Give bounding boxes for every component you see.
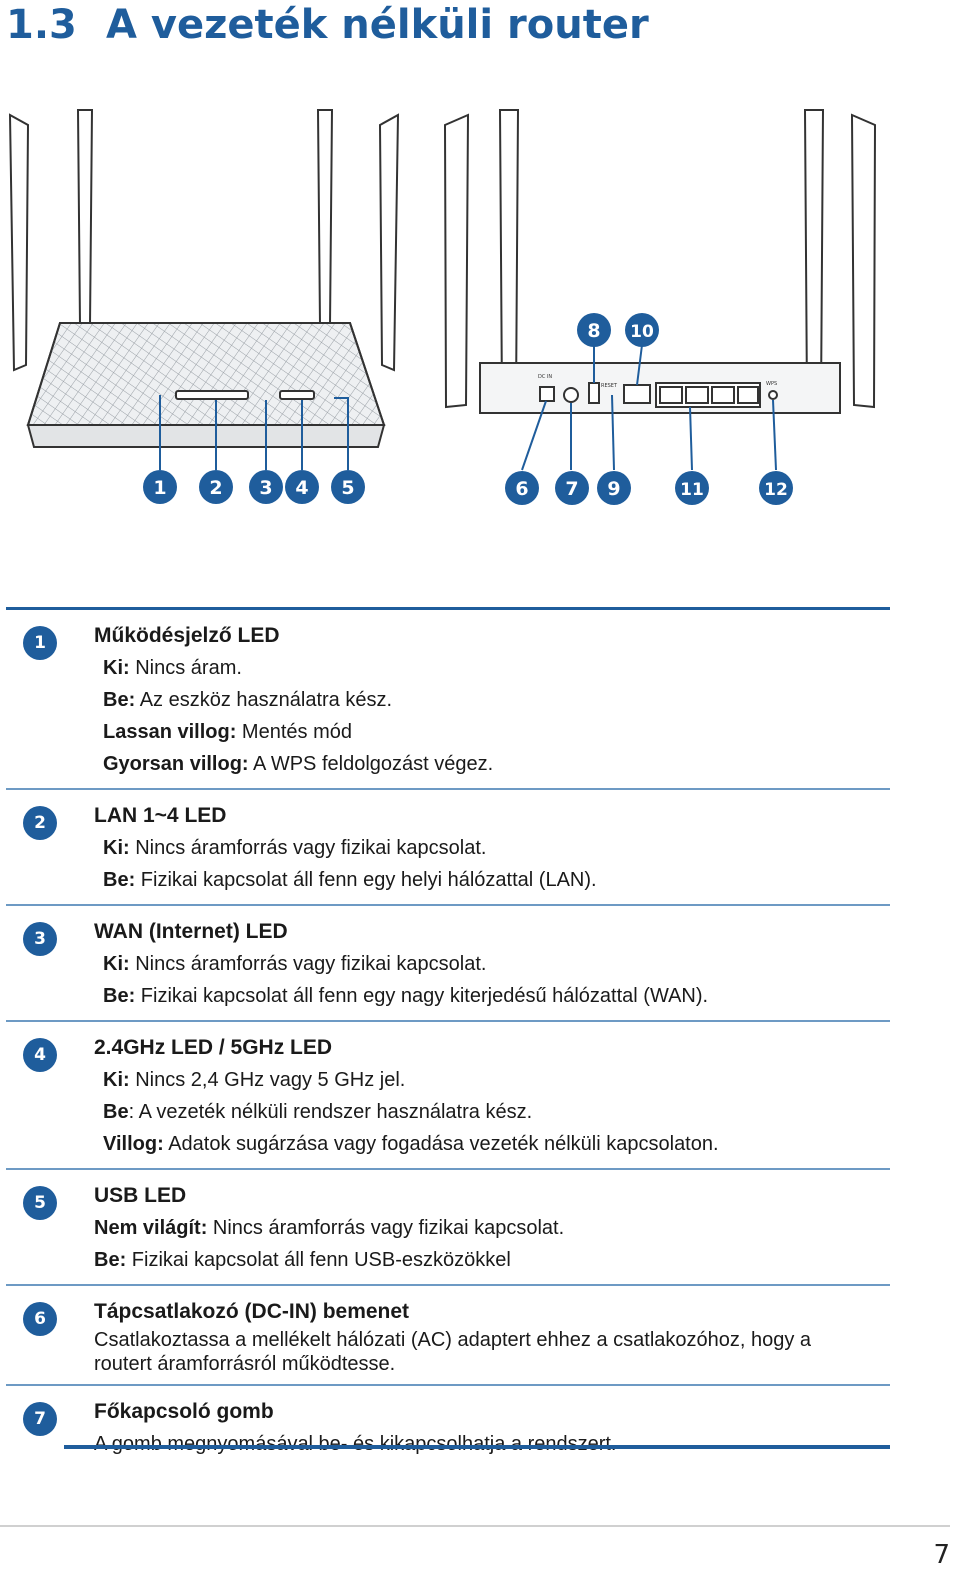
callout-9: 9 — [597, 471, 631, 505]
item-title: Tápcsatlakozó (DC-IN) bemenet — [94, 1300, 410, 1323]
dcin-label: DC IN — [538, 374, 552, 380]
back-callouts: 6 7 9 11 12 8 10 — [505, 313, 793, 505]
item-line: Nem világít: Nincs áramforrás vagy fizik… — [94, 1217, 565, 1239]
item-line: Ki: Nincs áram. — [103, 657, 242, 679]
callout-11: 11 — [675, 471, 709, 505]
item-title: WAN (Internet) LED — [94, 920, 288, 943]
reset-label: RESET — [601, 383, 618, 389]
power-button — [563, 387, 579, 403]
dc-in-port — [539, 386, 555, 402]
item-title: LAN 1~4 LED — [94, 804, 227, 827]
item-line: Be: Fizikai kapcsolat áll fenn egy nagy … — [103, 985, 709, 1007]
svg-text:3: 3 — [259, 477, 272, 499]
wps-button — [768, 390, 778, 400]
callout-1: 1 — [143, 470, 177, 504]
item-line: Villog: Adatok sugárzása vagy fogadása v… — [103, 1133, 719, 1155]
router-front-view — [8, 109, 400, 448]
callout-12: 12 — [759, 471, 793, 505]
item-line: Ki: Nincs áramforrás vagy fizikai kapcso… — [103, 837, 487, 859]
item-badge: 2 — [23, 806, 57, 840]
svg-text:11: 11 — [680, 480, 704, 500]
callout-2: 2 — [199, 470, 233, 504]
footer-divider — [0, 1525, 950, 1527]
svg-text:7: 7 — [565, 478, 578, 500]
svg-text:12: 12 — [764, 480, 788, 500]
router-illustration: RESET WPS DC IN 1 2 3 4 5 6 7 9 11 12 8 … — [8, 109, 877, 505]
wps-label: WPS — [766, 381, 777, 387]
item-badge: 4 — [23, 1038, 57, 1072]
back-leader-lines — [521, 344, 777, 471]
section-number: 1.3 — [6, 2, 77, 48]
item-badge: 6 — [23, 1302, 57, 1336]
table-row: 5 USB LED Nem világít: Nincs áramforrás … — [6, 1170, 890, 1286]
item-badge: 5 — [23, 1186, 57, 1220]
svg-text:6: 6 — [515, 478, 528, 500]
table-row: 3 WAN (Internet) LED Ki: Nincs áramforrá… — [6, 906, 890, 1022]
antenna-icon — [850, 113, 877, 409]
antenna-icon — [803, 109, 825, 401]
table-row: 6 Tápcsatlakozó (DC-IN) bemenet Csatlako… — [6, 1286, 890, 1386]
usb-port — [588, 382, 600, 404]
table-row: 4 2.4GHz LED / 5GHz LED Ki: Nincs 2,4 GH… — [6, 1022, 890, 1170]
item-title: 2.4GHz LED / 5GHz LED — [94, 1036, 333, 1059]
svg-text:8: 8 — [587, 320, 600, 342]
table-row: 7 Főkapcsoló gomb A gomb megnyomásával b… — [6, 1386, 890, 1468]
item-line: Lassan villog: Mentés mód — [103, 721, 352, 743]
front-leader-lines — [159, 395, 349, 470]
table-row: 2 LAN 1~4 LED Ki: Nincs áramforrás vagy … — [6, 790, 890, 906]
item-line: Be: Fizikai kapcsolat áll fenn USB-eszkö… — [94, 1249, 511, 1271]
svg-text:4: 4 — [295, 477, 308, 499]
antenna-icon — [443, 113, 470, 409]
item-line: Be: Az eszköz használatra kész. — [103, 689, 393, 711]
item-badge: 7 — [23, 1402, 57, 1436]
antenna-icon — [316, 109, 334, 326]
item-line: Be: Fizikai kapcsolat áll fenn egy helyi… — [103, 869, 597, 891]
item-line: Ki: Nincs 2,4 GHz vagy 5 GHz jel. — [103, 1069, 406, 1091]
antenna-icon — [8, 113, 30, 372]
item-line: Ki: Nincs áramforrás vagy fizikai kapcso… — [103, 953, 487, 975]
svg-text:2: 2 — [209, 477, 222, 499]
item-title: USB LED — [94, 1184, 187, 1207]
section-title: A vezeték nélküli router — [106, 2, 649, 48]
item-line: Gyorsan villog: A WPS feldolgozást végez… — [103, 753, 494, 775]
callout-8: 8 — [577, 313, 611, 347]
section-heading: 1.3 A vezeték nélküli router — [6, 0, 649, 50]
table-top-rule — [6, 607, 890, 610]
svg-text:10: 10 — [630, 322, 654, 342]
led-strip — [175, 390, 249, 400]
callout-7: 7 — [555, 471, 589, 505]
page-number: 7 — [933, 1540, 950, 1570]
wan-port — [623, 384, 651, 404]
callout-3: 3 — [249, 470, 283, 504]
led-strip — [279, 390, 315, 400]
callout-10: 10 — [625, 313, 659, 347]
antenna-icon — [76, 109, 94, 326]
router-back-view — [443, 109, 877, 414]
table-bottom-rule — [64, 1445, 890, 1449]
callout-6: 6 — [505, 471, 539, 505]
item-badge: 3 — [23, 922, 57, 956]
item-title: Főkapcsoló gomb — [94, 1400, 274, 1423]
item-badge: 1 — [23, 626, 57, 660]
front-callouts: 1 2 3 4 5 — [143, 470, 365, 504]
callout-4: 4 — [285, 470, 319, 504]
svg-text:9: 9 — [607, 478, 620, 500]
svg-text:1: 1 — [153, 477, 166, 499]
callout-5: 5 — [331, 470, 365, 504]
antenna-icon — [498, 109, 520, 401]
table-row: 1 Működésjelző LED Ki: Nincs áram. Be: A… — [6, 610, 890, 790]
led-description-table: 1 Működésjelző LED Ki: Nincs áram. Be: A… — [6, 607, 890, 1468]
antenna-icon — [378, 113, 400, 372]
item-line: Csatlakoztassa a mellékelt hálózati (AC)… — [94, 1329, 812, 1375]
item-title: Működésjelző LED — [94, 624, 280, 647]
item-line: Be: A vezeték nélküli rendszer használat… — [103, 1101, 533, 1123]
item-line: A gomb megnyomásával be- és kikapcsolhat… — [94, 1433, 617, 1455]
svg-text:5: 5 — [341, 477, 354, 499]
